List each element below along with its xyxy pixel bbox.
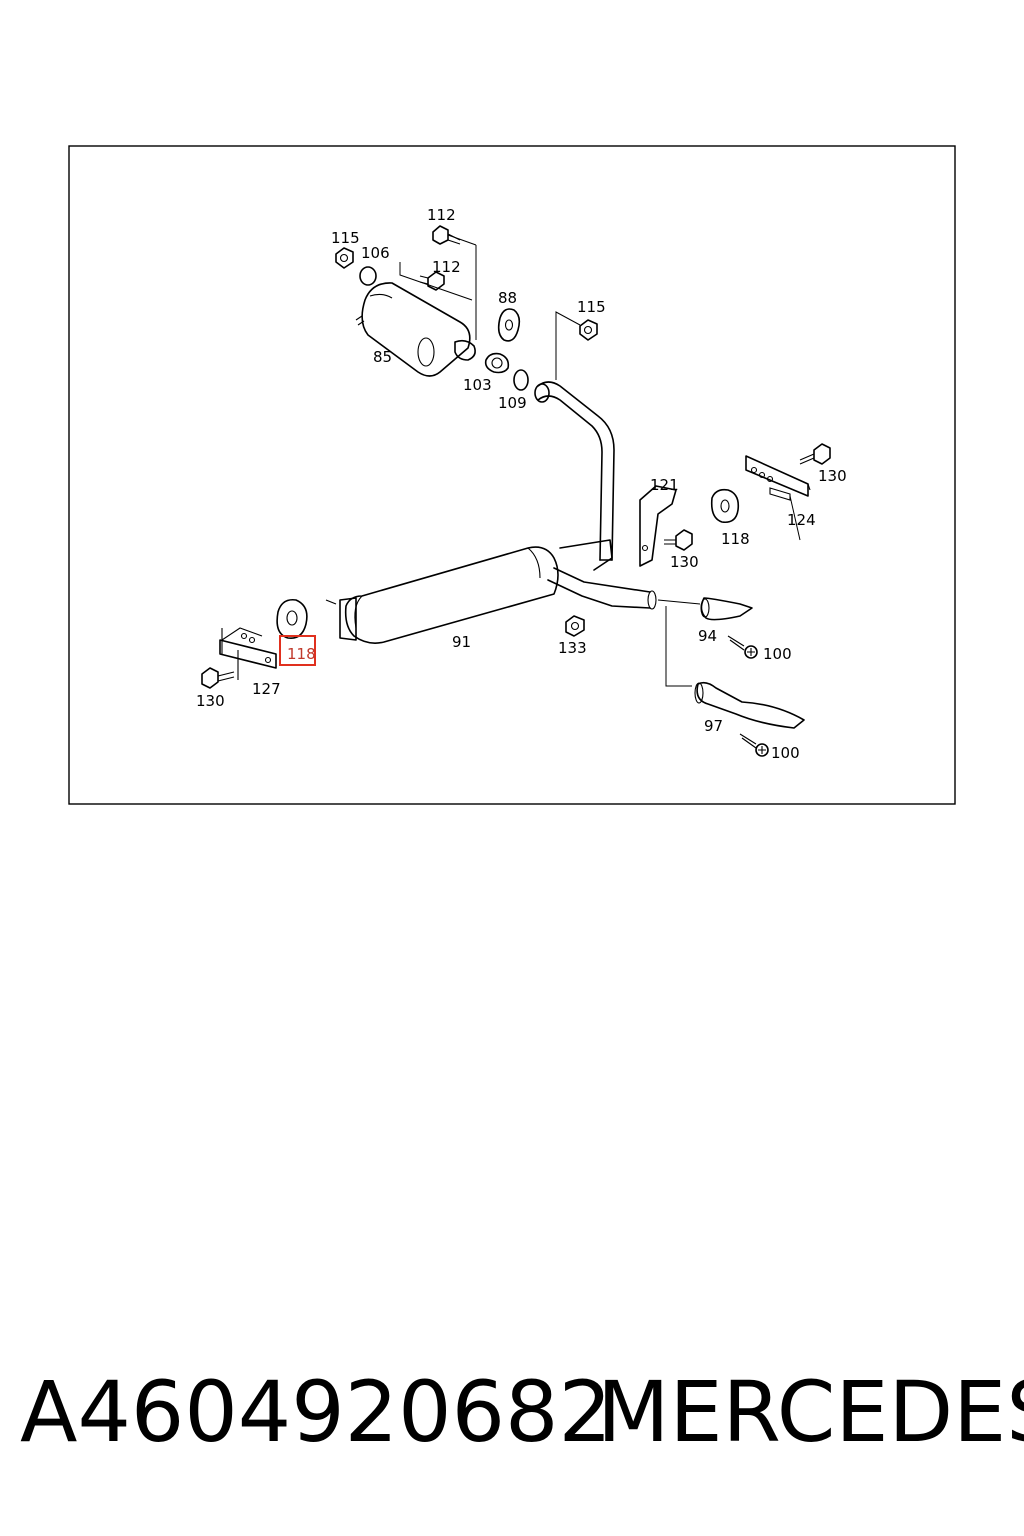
hanger-bracket-124[interactable] <box>745 455 811 541</box>
part-number: A4604920682 <box>20 1363 612 1461</box>
label-127: 127 <box>252 680 281 698</box>
bolt-112-top[interactable] <box>432 225 461 245</box>
nut-133[interactable] <box>565 615 585 637</box>
label-115-right: 115 <box>577 298 606 316</box>
label-88: 88 <box>498 289 517 307</box>
bolt-130-right[interactable] <box>799 443 831 465</box>
label-130-right: 130 <box>818 467 847 485</box>
label-112-second: 112 <box>432 258 461 276</box>
rear-muffler-91[interactable] <box>325 546 559 644</box>
screw-100-upper[interactable] <box>727 635 758 659</box>
label-121: 121 <box>650 476 679 494</box>
label-124: 124 <box>787 511 816 529</box>
label-130-middle: 130 <box>670 553 699 571</box>
intermediate-pipe[interactable] <box>534 381 615 561</box>
clamp-103[interactable] <box>484 352 510 374</box>
rubber-mount-118-right[interactable] <box>710 488 740 524</box>
label-130-left: 130 <box>196 692 225 710</box>
brand-name: MERCEDES <box>597 1363 1024 1461</box>
label-118-left-highlighted: 118 <box>287 645 316 663</box>
diagram-frame <box>68 145 956 805</box>
screw-100-lower[interactable] <box>739 733 769 757</box>
rubber-mount-88[interactable] <box>497 308 521 342</box>
label-118-right: 118 <box>721 530 750 548</box>
label-133: 133 <box>558 639 587 657</box>
label-106: 106 <box>361 244 390 262</box>
label-115-left: 115 <box>331 229 360 247</box>
nut-115-left[interactable] <box>335 247 354 269</box>
highlight-box <box>279 635 316 666</box>
hanger-bracket-127[interactable] <box>219 627 277 680</box>
label-100-lower: 100 <box>771 744 800 762</box>
gasket-ring-106[interactable] <box>359 266 377 286</box>
label-85: 85 <box>373 348 392 366</box>
bracket-121[interactable] <box>639 485 677 567</box>
bolt-130-left[interactable] <box>201 667 235 689</box>
gasket-ring-109[interactable] <box>513 369 529 391</box>
label-109: 109 <box>498 394 527 412</box>
nut-115-right[interactable] <box>579 319 598 341</box>
label-112-top: 112 <box>427 206 456 224</box>
label-103: 103 <box>463 376 492 394</box>
tail-trim-94[interactable] <box>700 597 753 621</box>
label-91: 91 <box>452 633 471 651</box>
rear-pipe[interactable] <box>547 539 657 610</box>
bolt-130-middle[interactable] <box>664 529 693 551</box>
front-muffler-85[interactable] <box>355 282 476 377</box>
label-94: 94 <box>698 627 717 645</box>
rubber-mount-118-left[interactable] <box>276 598 308 640</box>
label-100-upper: 100 <box>763 645 792 663</box>
bolt-112-second[interactable] <box>419 271 445 291</box>
tail-trim-97[interactable] <box>694 681 805 729</box>
label-97: 97 <box>704 717 723 735</box>
